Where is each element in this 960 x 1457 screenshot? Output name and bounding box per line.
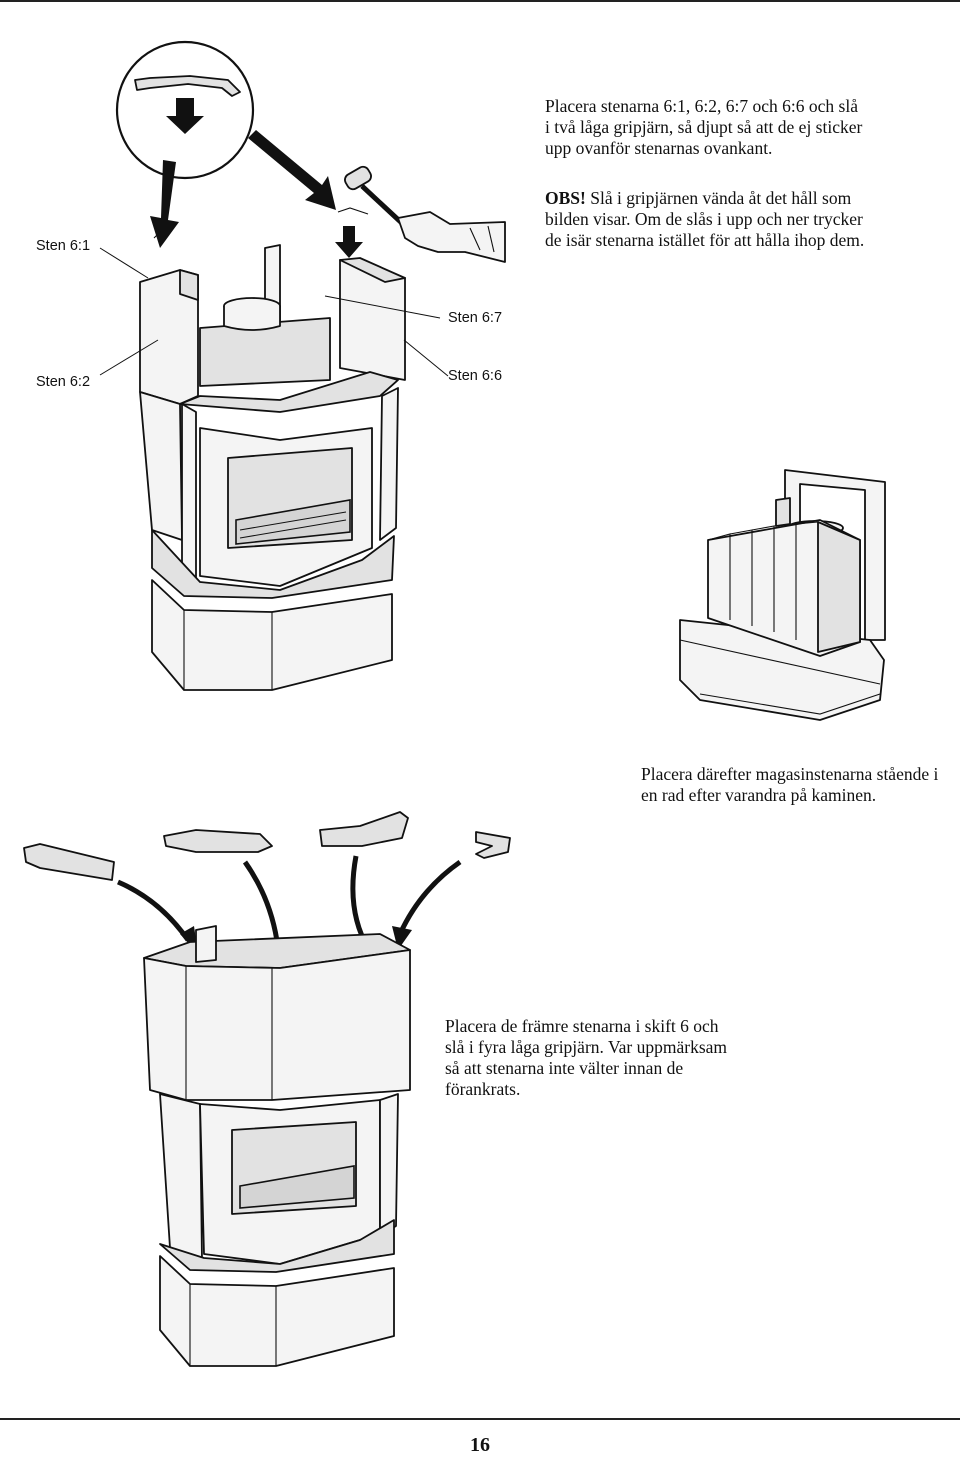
- down-arrow-icon: [166, 98, 204, 134]
- clamp-detail: [134, 75, 241, 97]
- down-arrow-icon: [335, 226, 363, 258]
- page-number: 16: [470, 1434, 490, 1456]
- fireplace-figure-2: [23, 811, 511, 1367]
- arrow-to-sten-6-1: [150, 160, 179, 248]
- label-sten-6-6: Sten 6:6: [448, 368, 503, 384]
- step3-text-block: Placera de främre stenarna i skift 6 och…: [445, 1016, 735, 1100]
- leader-sten-6-7: [324, 295, 441, 319]
- step1-text-block: Placera stenarna 6:1, 6:2, 6:7 och 6:6 o…: [545, 96, 865, 251]
- clamp-3: [319, 811, 409, 847]
- label-sten-6-7: Sten 6:7: [448, 310, 503, 326]
- clamp-4: [475, 831, 511, 859]
- label-sten-6-2: Sten 6:2: [36, 374, 91, 390]
- leader-sten-6-6: [403, 339, 449, 377]
- clamp-1: [23, 843, 115, 881]
- step1-instruction: Placera stenarna 6:1, 6:2, 6:7 och 6:6 o…: [545, 96, 863, 158]
- obs-text: Slå i gripjärnen vända åt det håll som b…: [545, 188, 865, 250]
- arrow-to-sten-6-7: [248, 130, 336, 210]
- clamp-small: [337, 207, 369, 215]
- obs-paragraph: OBS! Slå i gripjärnen vända åt det håll …: [545, 188, 865, 251]
- ledge: [179, 371, 399, 413]
- step3-instruction: Placera de främre stenarna i skift 6 och…: [445, 1016, 728, 1099]
- clamp-2: [163, 829, 273, 853]
- fireplace-figure-1: [99, 40, 506, 691]
- leader-sten-6-2: [99, 339, 159, 376]
- clamp-small: [153, 225, 161, 239]
- bottom-rule: [0, 1418, 960, 1420]
- step2-text-block: Placera därefter magasinstenarna stående…: [641, 764, 959, 806]
- base-stones-2: [159, 1255, 395, 1367]
- magazine-stones-figure: [679, 469, 886, 721]
- step2-instruction: Placera därefter magasinstenarna stående…: [641, 764, 939, 805]
- obs-label: OBS!: [545, 188, 586, 208]
- hammer-hand-icon: [344, 165, 506, 263]
- front-stones-course-6: [143, 949, 411, 1101]
- firebox-top: [199, 317, 331, 387]
- top-rule: [0, 0, 960, 2]
- leader-sten-6-1: [99, 247, 149, 279]
- label-sten-6-1: Sten 6:1: [36, 238, 91, 254]
